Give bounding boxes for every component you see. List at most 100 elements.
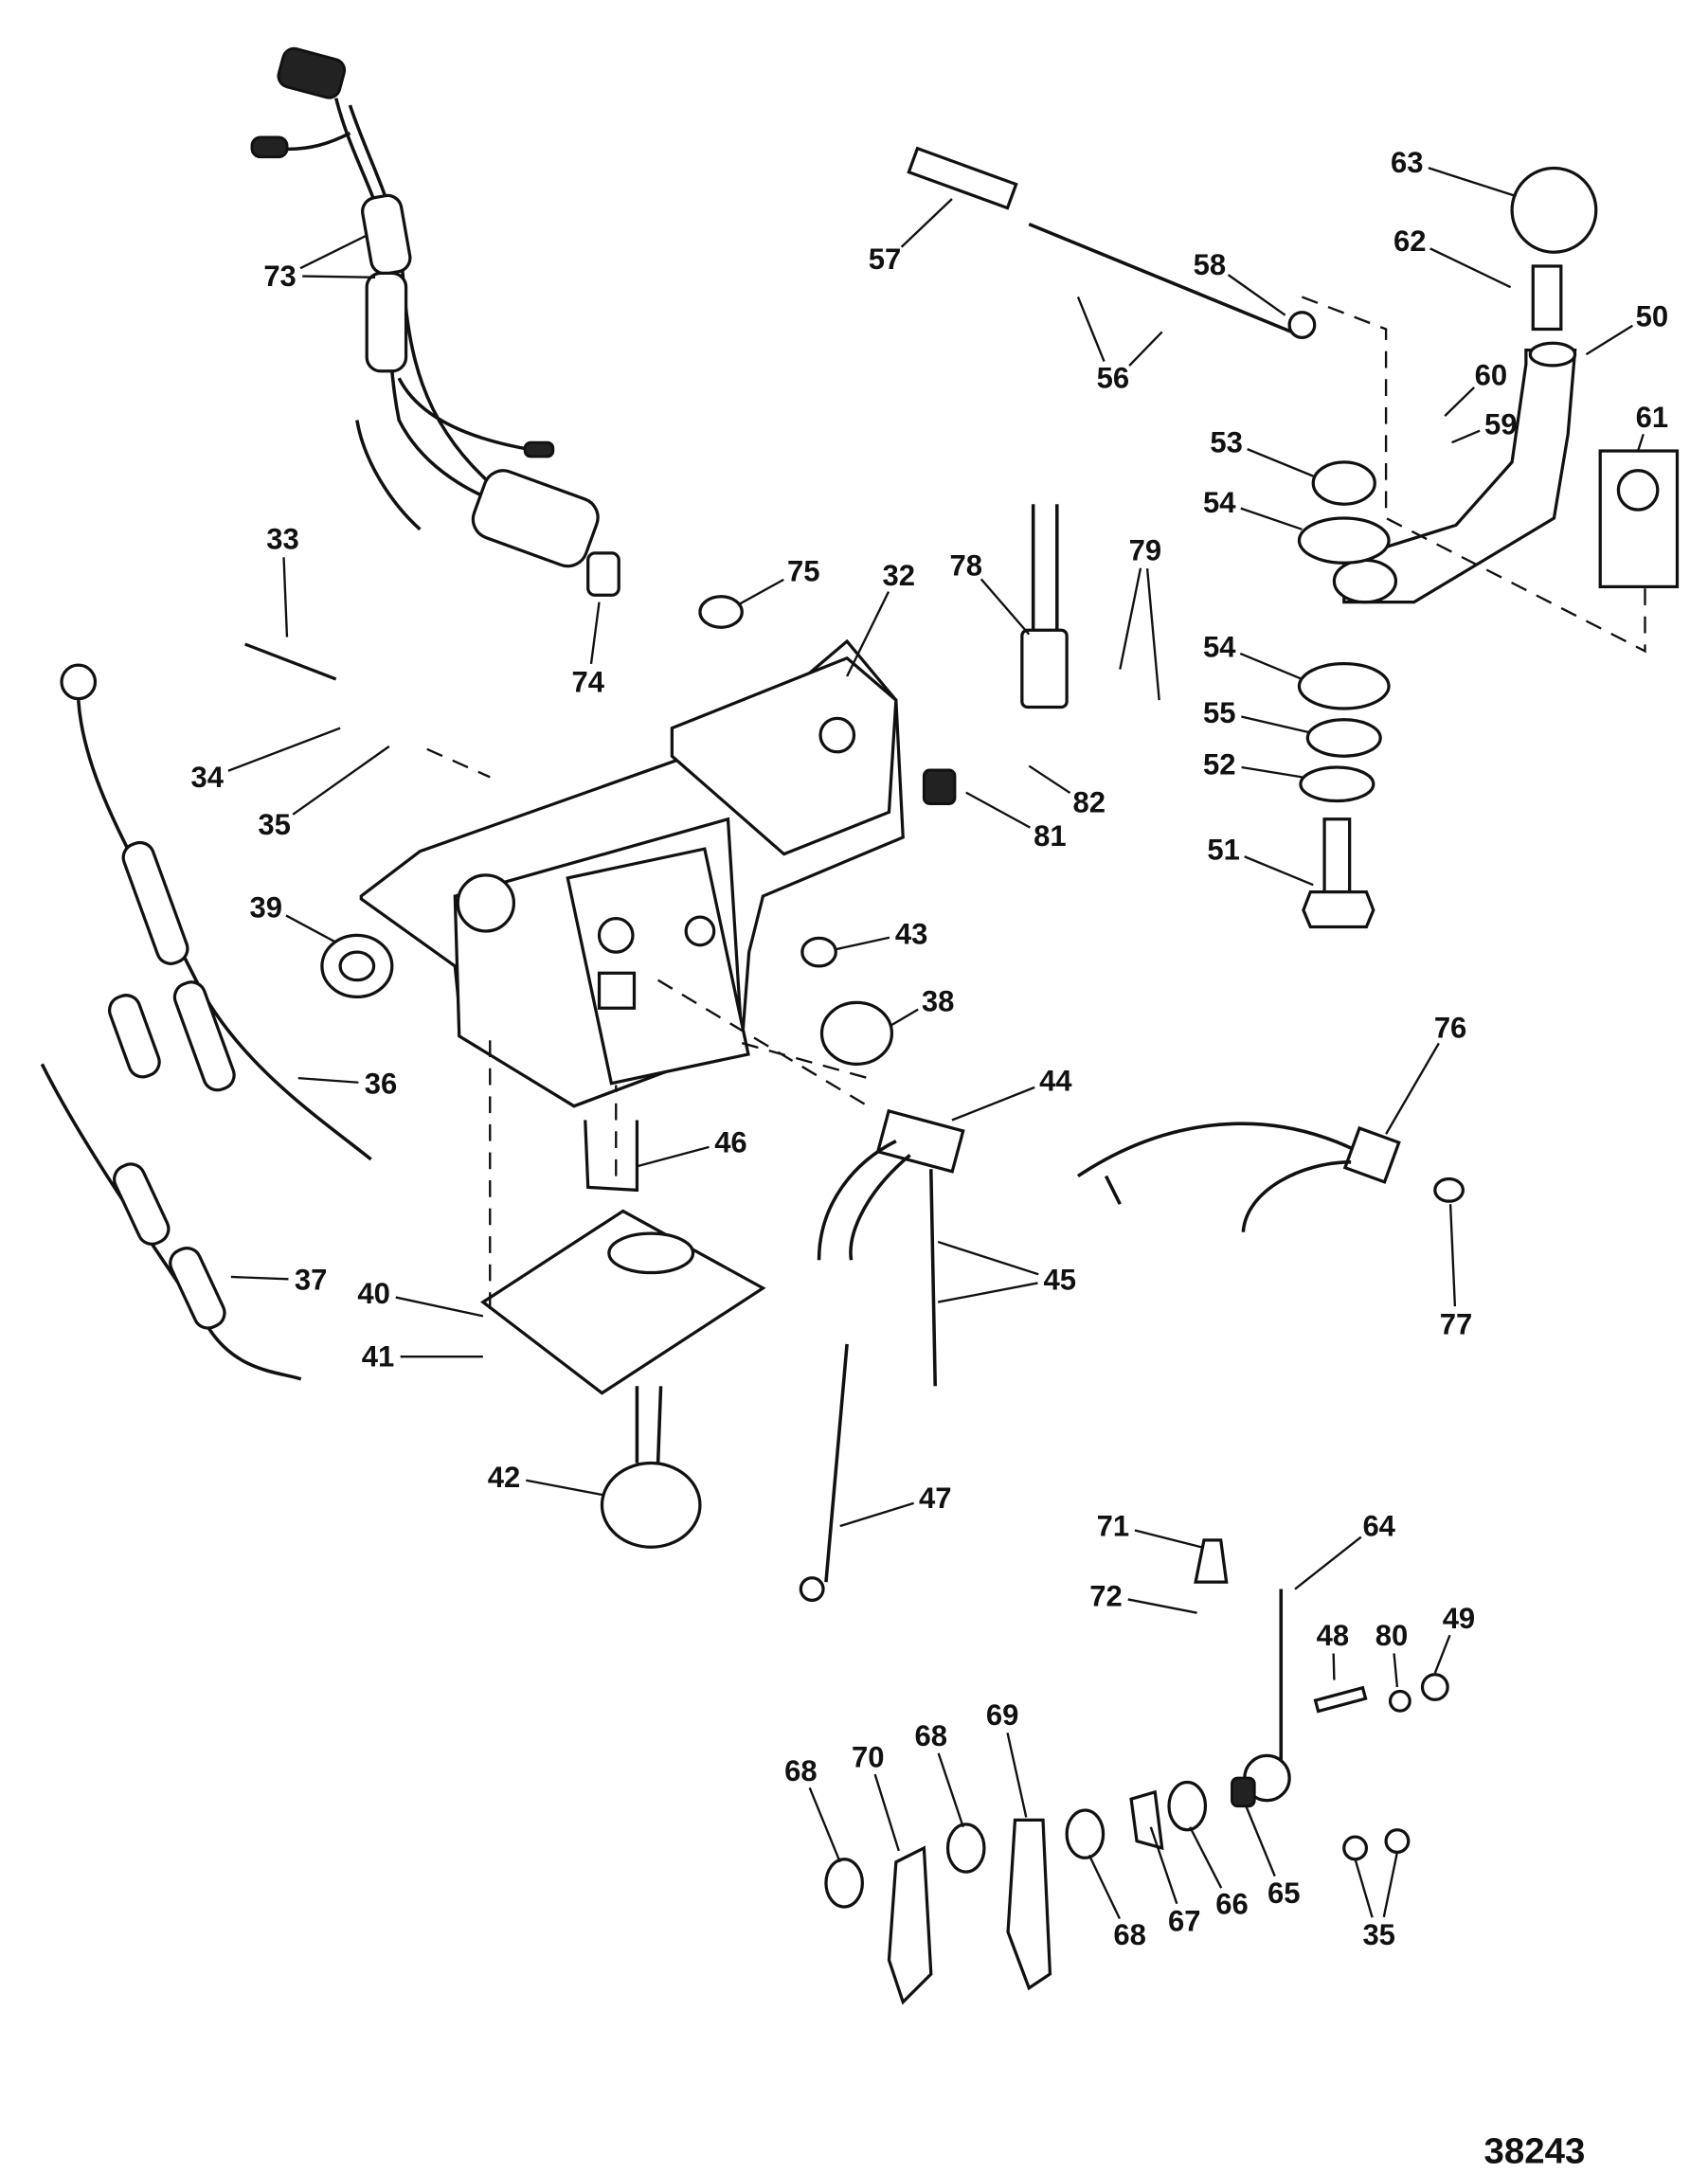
leader-line-57 xyxy=(900,198,953,248)
callout-70: 70 xyxy=(852,1740,885,1773)
callout-68: 68 xyxy=(1113,1918,1146,1951)
leader-line-44 xyxy=(951,1086,1035,1122)
callout-45: 45 xyxy=(1043,1263,1075,1296)
callout-60: 60 xyxy=(1475,359,1508,392)
leader-line-71 xyxy=(1134,1529,1202,1549)
cap-38 xyxy=(819,1000,894,1066)
callout-41: 41 xyxy=(362,1340,395,1374)
leader-line-43 xyxy=(836,936,890,951)
callout-69: 69 xyxy=(986,1698,1019,1732)
harness-36-37 xyxy=(40,663,372,1381)
leader-line-77 xyxy=(1448,1204,1457,1307)
callout-81: 81 xyxy=(1034,819,1067,853)
leader-line-49 xyxy=(1433,1634,1451,1674)
ignition-78 xyxy=(1020,628,1069,709)
callout-48: 48 xyxy=(1317,1619,1350,1652)
leader-line-46 xyxy=(637,1145,710,1168)
buzzer-42 xyxy=(600,1461,702,1549)
leader-line-62 xyxy=(1429,247,1512,289)
throttle-links xyxy=(824,1538,1449,2005)
leader-line-55 xyxy=(1241,715,1310,734)
nut-75 xyxy=(698,595,744,629)
leader-line-48 xyxy=(1332,1653,1336,1680)
callout-78: 78 xyxy=(949,549,981,583)
leader-line-63 xyxy=(1428,167,1517,198)
leader-line-72 xyxy=(1127,1598,1197,1614)
callout-46: 46 xyxy=(714,1126,747,1159)
leader-line-34 xyxy=(227,727,341,772)
leader-line-66 xyxy=(1189,1826,1223,1889)
leader-line-75 xyxy=(737,578,784,606)
leader-line-73 xyxy=(299,234,368,270)
washers-right xyxy=(1297,460,1391,929)
leader-line-81 xyxy=(965,791,1031,829)
leader-line-37 xyxy=(230,1275,289,1281)
callout-65: 65 xyxy=(1268,1877,1301,1910)
leader-line-39 xyxy=(285,914,337,943)
leader-line-54 xyxy=(1240,507,1303,530)
leader-line-53 xyxy=(1247,448,1314,477)
callout-43: 43 xyxy=(895,917,928,950)
callout-67: 67 xyxy=(1168,1904,1201,1937)
callout-39: 39 xyxy=(250,890,283,924)
leader-line-45 xyxy=(937,1282,1038,1303)
callout-61: 61 xyxy=(1636,401,1669,434)
leader-line-67 xyxy=(1149,1826,1178,1905)
callout-74: 74 xyxy=(571,665,604,698)
callout-34: 34 xyxy=(190,761,224,794)
leader-line-61 xyxy=(1636,433,1645,452)
callout-50: 50 xyxy=(1636,300,1669,333)
callout-54: 54 xyxy=(1203,486,1236,519)
leader-line-78 xyxy=(980,578,1031,636)
callout-57: 57 xyxy=(869,242,902,276)
leader-line-82 xyxy=(1028,764,1071,795)
callout-55: 55 xyxy=(1203,696,1235,729)
leader-line-60 xyxy=(1444,386,1475,417)
leader-line-65 xyxy=(1245,1805,1276,1877)
callout-33: 33 xyxy=(266,523,299,556)
link-rod-56 xyxy=(907,146,1317,339)
wiring-harness xyxy=(250,46,620,597)
callout-56: 56 xyxy=(1097,362,1130,395)
callout-42: 42 xyxy=(488,1461,521,1494)
callout-47: 47 xyxy=(919,1482,952,1515)
callout-64: 64 xyxy=(1362,1510,1395,1543)
callout-71: 71 xyxy=(1097,1510,1130,1543)
leader-line-38 xyxy=(890,1008,919,1026)
callout-68: 68 xyxy=(784,1754,818,1787)
callout-52: 52 xyxy=(1203,748,1235,781)
spring-33 xyxy=(244,642,337,681)
callout-37: 37 xyxy=(295,1263,328,1296)
callout-53: 53 xyxy=(1210,426,1243,459)
control-housing xyxy=(359,638,905,1108)
leader-line-70 xyxy=(873,1773,900,1852)
cap-43 xyxy=(800,936,837,968)
leader-line-56 xyxy=(1128,331,1163,367)
callout-38: 38 xyxy=(922,984,955,1017)
callout-59: 59 xyxy=(1484,407,1518,440)
leader-line-56 xyxy=(1076,296,1106,362)
leader-line-80 xyxy=(1393,1653,1399,1688)
throttle-lever xyxy=(1332,166,1680,604)
leader-line-33 xyxy=(282,557,289,638)
leader-line-68 xyxy=(808,1787,841,1863)
callout-54: 54 xyxy=(1203,630,1236,663)
callout-75: 75 xyxy=(787,555,820,588)
leader-line-35 xyxy=(1382,1852,1399,1918)
leader-line-50 xyxy=(1585,324,1634,356)
leader-line-40 xyxy=(395,1296,484,1318)
figure-number: 38243 xyxy=(1484,2130,1586,2171)
callout-80: 80 xyxy=(1375,1619,1409,1652)
callout-82: 82 xyxy=(1073,785,1106,818)
callout-63: 63 xyxy=(1391,146,1423,179)
clip-81 xyxy=(922,768,957,805)
callout-58: 58 xyxy=(1194,248,1227,281)
callout-77: 77 xyxy=(1440,1308,1473,1341)
callout-66: 66 xyxy=(1215,1888,1249,1921)
leader-line-54 xyxy=(1239,652,1303,681)
leader-line-73 xyxy=(302,275,376,278)
leader-line-68 xyxy=(1088,1854,1121,1919)
leader-line-52 xyxy=(1241,765,1303,779)
